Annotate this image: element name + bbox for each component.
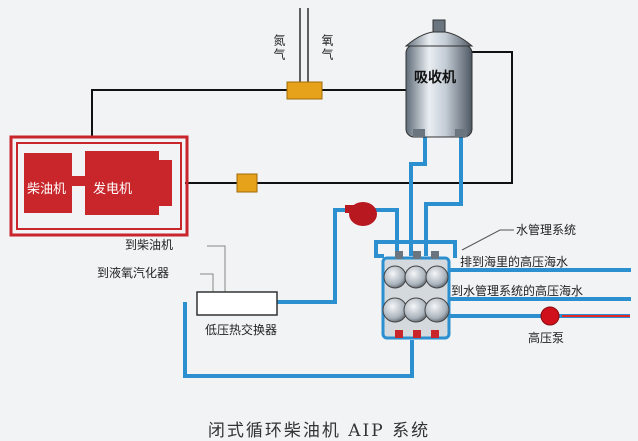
nitrogen-label: 氮气 xyxy=(272,34,286,62)
water-mgmt-leader xyxy=(461,229,514,251)
engine-generator-unit xyxy=(9,135,189,237)
water-management-label: 水管理系统 xyxy=(516,223,577,237)
to-diesel-engine-label: 到柴油机 xyxy=(125,238,174,252)
low-pressure-heat-exchanger xyxy=(196,291,278,316)
heat-exchanger-return xyxy=(183,302,414,378)
absorber-left-outlet xyxy=(409,135,427,256)
absorber-tank xyxy=(404,19,474,138)
circulation-pump xyxy=(345,202,377,226)
absorber-return-line xyxy=(257,51,513,184)
heat-exchanger-label: 低压热交换器 xyxy=(205,323,278,337)
diagram-canvas xyxy=(9,8,631,378)
absorber-label: 吸收机 xyxy=(414,70,456,86)
diesel-engine-label: 柴油机 xyxy=(27,182,67,197)
aip-system-diagram: 氮气 氧气 吸收机 柴油机 发电机 到柴油机 到液氧汽化器 低压热交换器 水管理… xyxy=(9,8,631,441)
oxygen-label: 氧气 xyxy=(320,34,334,62)
to-water-mgmt-seawater-label: 到水管理系统的高压海水 xyxy=(451,284,584,298)
discharge-seawater-label: 排到海里的高压海水 xyxy=(460,255,569,269)
absorber-right-outlet xyxy=(424,135,463,256)
black-pipe-network xyxy=(91,8,513,184)
generator-block xyxy=(85,151,159,215)
to-lox-vaporizer-label: 到液氧汽化器 xyxy=(97,266,170,280)
diesel-engine-block xyxy=(24,153,72,213)
cylinder-manifold xyxy=(381,251,451,340)
high-pressure-pump-label: 高压泵 xyxy=(528,331,565,345)
manifold-left-loop xyxy=(374,240,457,258)
gas-mixing-valve xyxy=(286,81,323,100)
return-line-valve xyxy=(236,173,258,193)
high-pressure-pump-icon xyxy=(540,306,560,326)
generator-label: 发电机 xyxy=(93,182,133,197)
exhaust-pipe-to-absorber-top xyxy=(91,89,287,137)
heat-exchanger-feed-lines xyxy=(200,245,226,292)
